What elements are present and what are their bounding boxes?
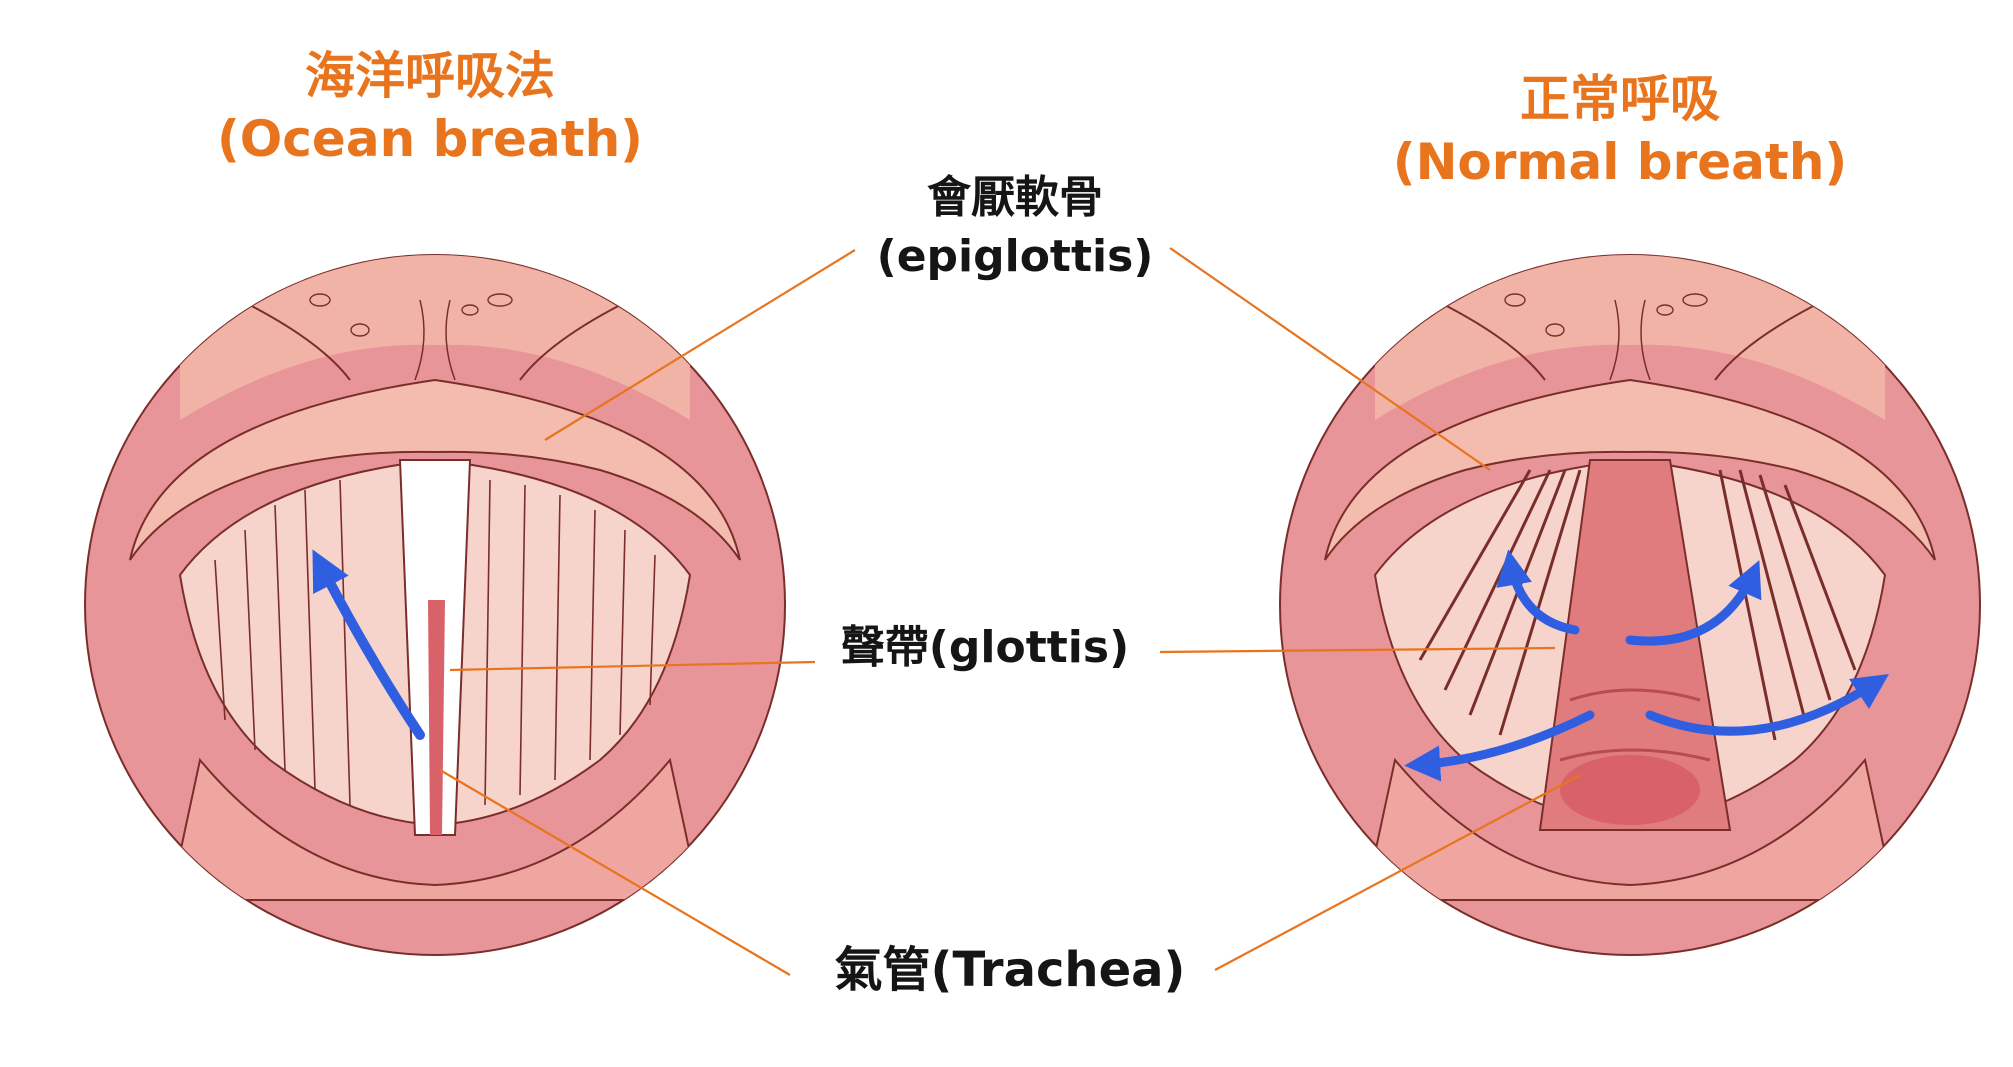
title-ocean-breath: 海洋呼吸法 (Ocean breath) bbox=[170, 45, 690, 170]
label-epiglottis: 會厭軟骨 (epiglottis) bbox=[850, 168, 1180, 287]
larynx-illustration-normal bbox=[1279, 254, 1981, 956]
leader-line-epiglottis-right bbox=[1169, 247, 1491, 471]
leader-line-trachea-right bbox=[1214, 774, 1581, 971]
label-glottis: 聲帶(glottis) bbox=[840, 622, 1130, 673]
airflow-arrow-icon bbox=[312, 549, 425, 740]
title-ocean-breath-zh: 海洋呼吸法 bbox=[305, 47, 555, 105]
title-normal-breath-en: (Normal breath) bbox=[1392, 132, 1848, 191]
leader-line-glottis-right bbox=[1159, 646, 1556, 654]
leader-line-glottis-left bbox=[449, 660, 816, 672]
title-normal-breath-zh: 正常呼吸 bbox=[1520, 70, 1720, 128]
larynx-illustration-ocean bbox=[84, 254, 786, 956]
label-trachea: 氣管(Trachea) bbox=[834, 942, 1186, 998]
title-ocean-breath-en: (Ocean breath) bbox=[216, 109, 644, 168]
leader-line-epiglottis-left bbox=[544, 249, 856, 441]
leader-lines bbox=[439, 247, 1581, 976]
title-normal-breath: 正常呼吸 (Normal breath) bbox=[1330, 68, 1910, 193]
airflow-arrow-icon bbox=[1404, 549, 1889, 782]
label-epiglottis-en: (epiglottis) bbox=[876, 231, 1154, 283]
leader-line-trachea-left bbox=[439, 769, 791, 976]
label-epiglottis-zh: 會厭軟骨 bbox=[927, 172, 1103, 223]
